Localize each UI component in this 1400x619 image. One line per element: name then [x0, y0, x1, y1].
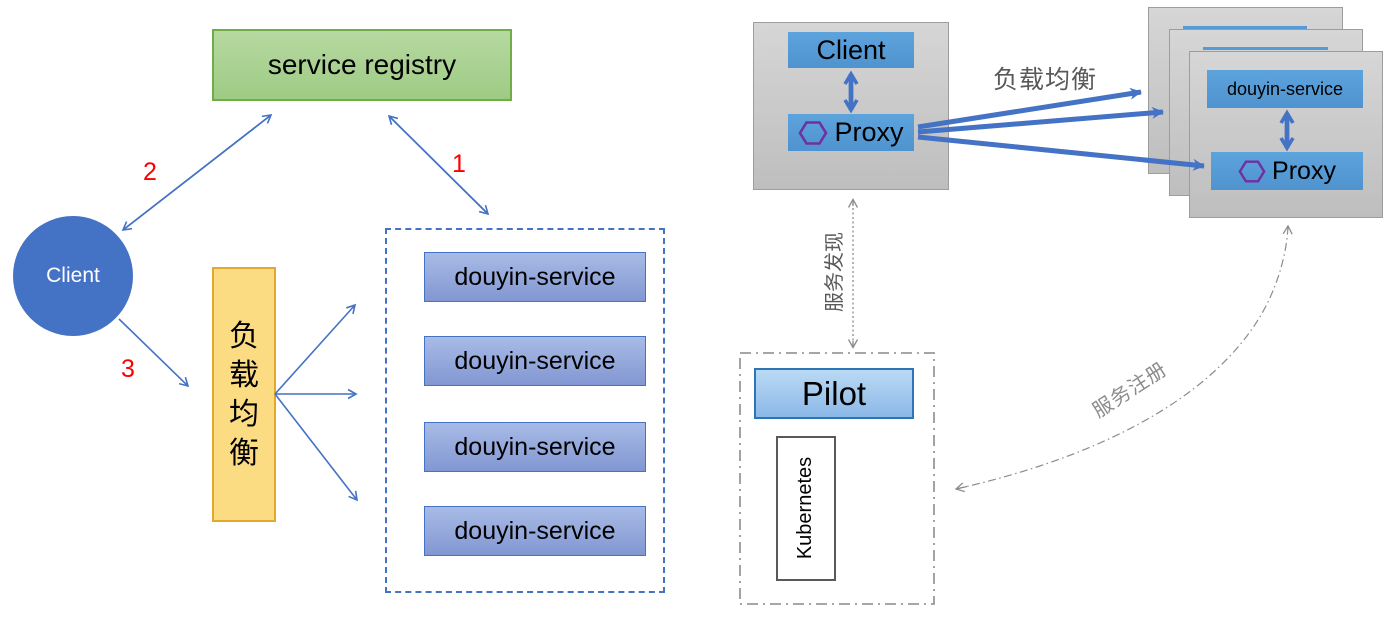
service-cluster-container: [385, 228, 665, 593]
pod-douyin-service-label: douyin-service: [1226, 78, 1344, 99]
service-registration-arrowhead-left: [954, 482, 968, 493]
sidecar-client-label: Client: [816, 34, 886, 65]
service-registration-label: 服务注册: [1088, 358, 1172, 423]
arrow-lb-service-1: [274, 303, 357, 395]
arrow-proxy-pod-middle: [917, 106, 1164, 135]
douyin-service-box-2: douyin-service: [424, 336, 646, 386]
service-strip-back: [1183, 26, 1307, 29]
pod-proxy-box: Proxy: [1211, 152, 1363, 190]
hexagon-icon: [1238, 159, 1266, 183]
sidecar-client-box: Client: [788, 32, 914, 68]
pilot-box: Pilot: [754, 368, 914, 419]
douyin-service-label: douyin-service: [454, 262, 616, 291]
arrow-services-registry: [387, 114, 489, 215]
step-2-label: 2: [143, 158, 157, 186]
sidecar-proxy-box: Proxy: [788, 114, 914, 151]
sidecar-proxy-label: Proxy: [834, 117, 904, 147]
hexagon-icon: [798, 120, 829, 145]
service-registry-box: service registry: [212, 29, 512, 101]
client-circle: Client: [13, 216, 133, 336]
douyin-service-box-1: douyin-service: [424, 252, 646, 302]
arrow-lb-service-3: [274, 393, 358, 502]
service-discovery-label: 服务发现: [824, 232, 846, 312]
arrow-proxy-pod-back: [917, 87, 1142, 130]
douyin-service-box-4: douyin-service: [424, 506, 646, 556]
load-balancer-box: 负载均衡: [212, 267, 276, 522]
step-3-label: 3: [121, 355, 135, 383]
client-label: Client: [46, 264, 100, 287]
pod-proxy-label: Proxy: [1272, 156, 1336, 185]
load-balance-arrow-label: 负载均衡: [992, 66, 1097, 94]
kubernetes-label: Kubernetes: [794, 456, 816, 560]
douyin-service-label: douyin-service: [454, 346, 616, 375]
pod-douyin-service-box: douyin-service: [1207, 70, 1363, 108]
step-1-label: 1: [452, 150, 466, 178]
pilot-label: Pilot: [801, 374, 867, 412]
service-registration-curve: [955, 224, 1293, 490]
douyin-service-label: douyin-service: [454, 432, 616, 461]
douyin-service-label: douyin-service: [454, 516, 616, 545]
service-registry-label: service registry: [267, 49, 457, 80]
douyin-service-box-3: douyin-service: [424, 422, 646, 472]
arrow-registry-services: [388, 115, 490, 216]
service-strip-middle: [1203, 47, 1328, 50]
load-balancer-label: 负载均衡: [229, 319, 259, 470]
